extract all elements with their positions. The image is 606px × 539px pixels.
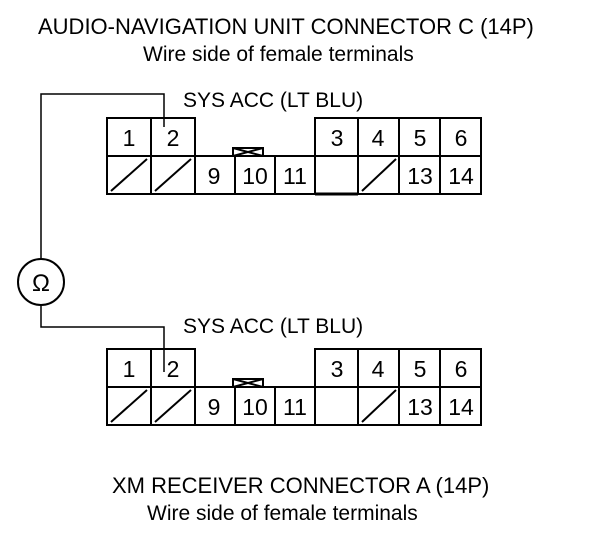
pin-13: 13 [407,163,433,189]
ohmmeter-icon: Ω [17,258,65,306]
bottom-wire-label: SYS ACC (LT BLU) [183,315,363,338]
top-connector-subtitle: Wire side of female terminals [143,43,414,66]
bottom-connector-title: XM RECEIVER CONNECTOR A (14P) [112,473,489,498]
pin-5: 5 [414,125,427,151]
pin-10: 10 [242,163,268,189]
pin-11: 11 [283,394,307,420]
bottom-connector [106,348,482,426]
pin-2: 2 [167,356,180,382]
top-wire-label: SYS ACC (LT BLU) [183,89,363,112]
pin-11: 11 [283,163,307,189]
pin-3: 3 [331,356,344,382]
pin-1: 1 [123,356,136,382]
pin-14: 14 [448,163,474,189]
bottom-connector-subtitle: Wire side of female terminals [147,502,418,525]
probe-wires [40,93,165,372]
pin-13: 13 [407,394,433,420]
bottom-pin-numbers: 1 2 3 4 5 6 9 10 11 13 14 [123,356,474,420]
pin-4: 4 [372,356,385,382]
pin-10: 10 [242,394,268,420]
pin-2: 2 [167,125,180,151]
pin-3: 3 [331,125,344,151]
pin-5: 5 [414,356,427,382]
pin-6: 6 [455,356,468,382]
pin-9: 9 [208,394,221,420]
top-connector [106,117,482,196]
top-pin-numbers: 1 2 3 4 5 6 9 10 11 13 14 [123,125,474,189]
pin-9: 9 [208,163,221,189]
pin-1: 1 [123,125,136,151]
pin-6: 6 [455,125,468,151]
pin-14: 14 [448,394,474,420]
ohm-symbol: Ω [32,270,50,297]
pin-4: 4 [372,125,385,151]
top-connector-title: AUDIO-NAVIGATION UNIT CONNECTOR C (14P) [38,14,534,39]
